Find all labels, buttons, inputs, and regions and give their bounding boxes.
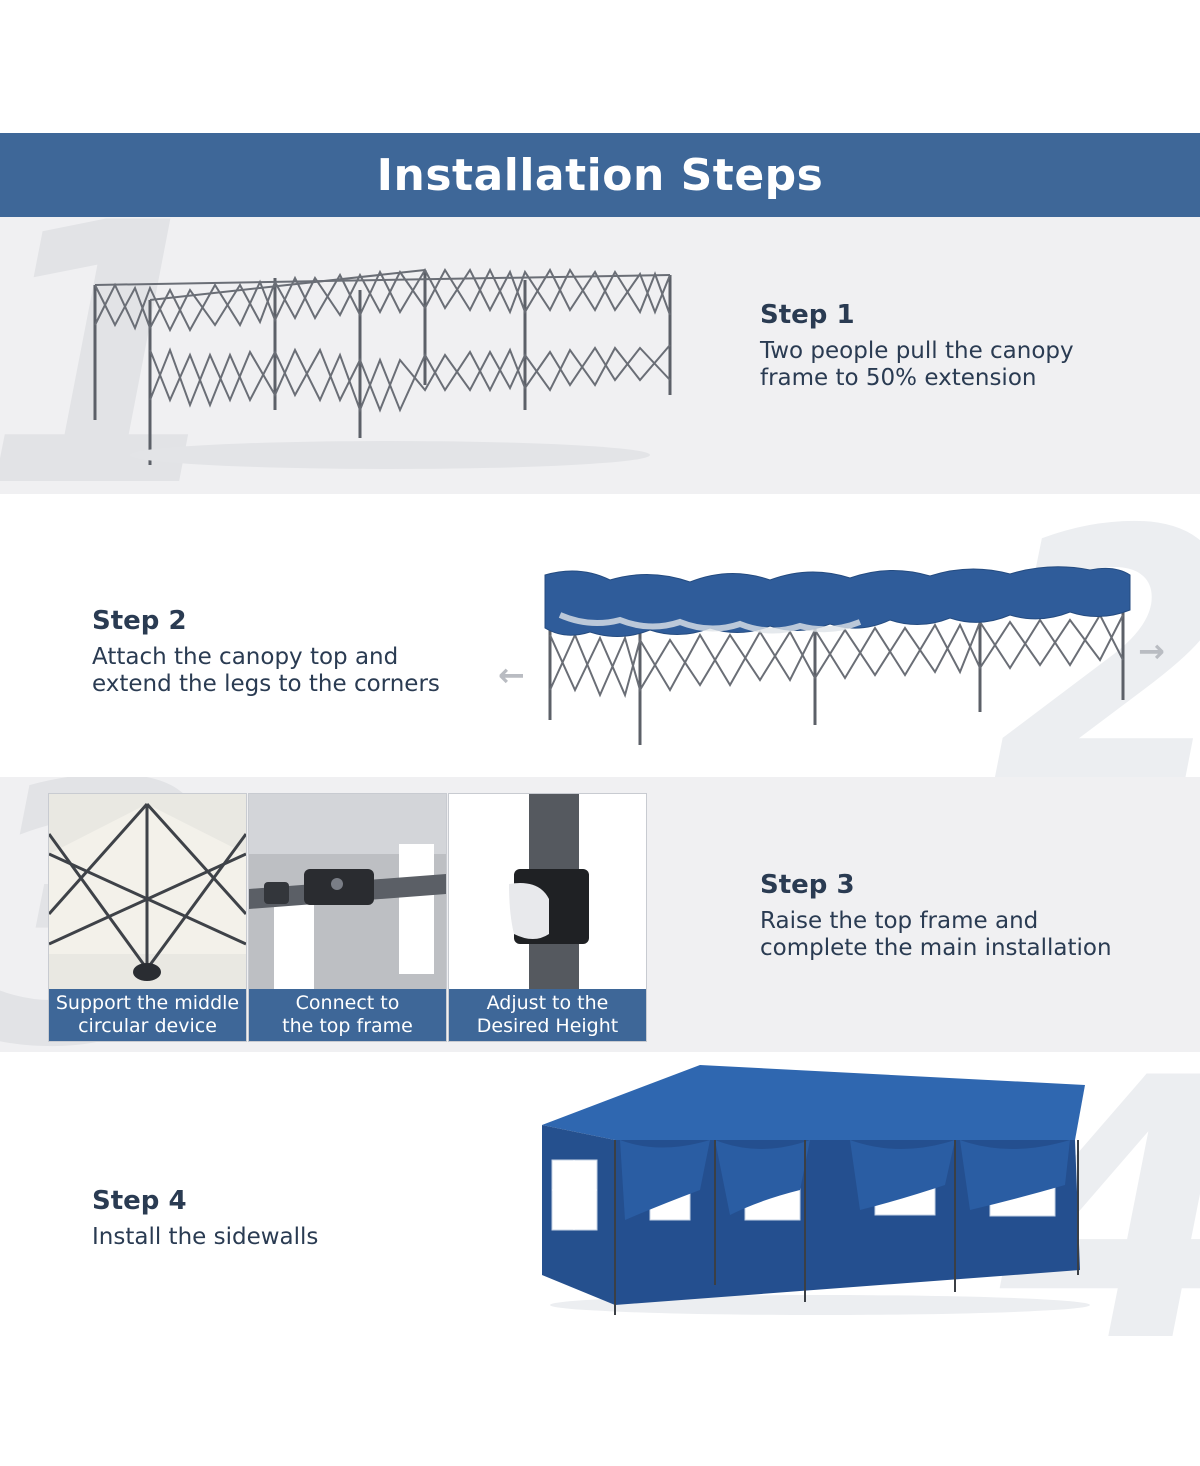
tent-with-sidewalls-illustration (542, 1065, 1090, 1315)
tile-2-caption: Connect to the top frame (249, 989, 446, 1041)
canopy-interior-illustration (49, 794, 246, 989)
connector-illustration (249, 794, 446, 989)
tile-1-caption: Support the middle circular device (49, 989, 246, 1041)
step-3-title: Step 3 (760, 870, 855, 900)
step-2-section: 2 (0, 494, 1200, 777)
arrow-right-icon: → (1138, 632, 1165, 670)
title-banner: Installation Steps (0, 133, 1200, 217)
step-1-text: Step 1 Two people pull the canopy frame … (760, 300, 1074, 392)
canopy-frame-illustration (544, 566, 1131, 745)
step-2-title: Step 2 (92, 606, 187, 636)
tile-connect-top-frame: Connect to the top frame (248, 793, 447, 1042)
tile-middle-circular-device: Support the middle circular device (48, 793, 247, 1042)
step-3-text: Step 3 Raise the top frame and complete … (760, 870, 1112, 962)
leg-lock-illustration (449, 794, 646, 989)
step-2-text: Step 2 Attach the canopy top and extend … (92, 606, 440, 698)
arrow-left-icon: ← (498, 656, 525, 694)
step-2-description: Attach the canopy top and extend the leg… (92, 644, 440, 697)
tile-adjust-height: Adjust to the Desired Height (448, 793, 647, 1042)
step-4-text: Step 4 Install the sidewalls (92, 1186, 318, 1251)
step-3-description: Raise the top frame and complete the mai… (760, 908, 1112, 961)
step-2-watermark: 2 (990, 494, 1200, 777)
tile-3-caption: Adjust to the Desired Height (449, 989, 646, 1041)
frame-illustration (93, 267, 672, 469)
step-1-title: Step 1 (760, 300, 855, 330)
page-title: Installation Steps (376, 149, 824, 201)
step-4-title: Step 4 (92, 1186, 187, 1216)
step-4-description: Install the sidewalls (92, 1224, 319, 1250)
step-1-description: Two people pull the canopy frame to 50% … (760, 338, 1074, 391)
